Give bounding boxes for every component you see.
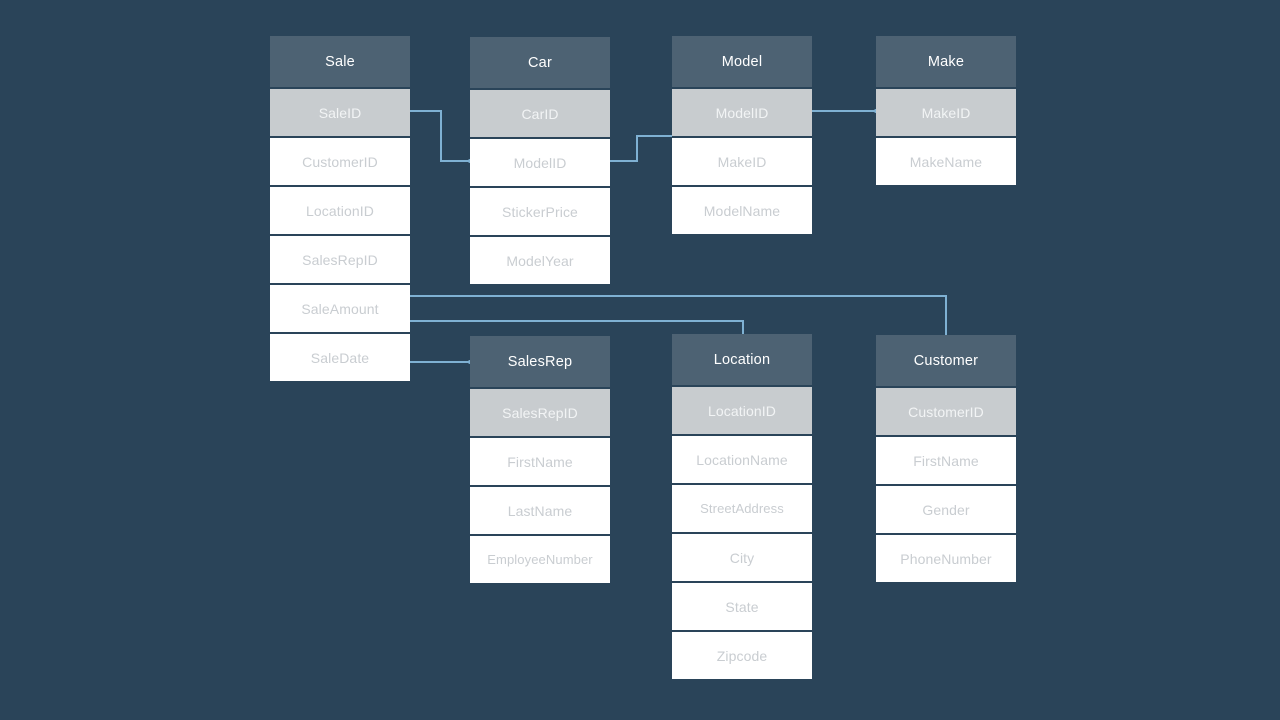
table-title-customer: Customer bbox=[876, 335, 1016, 386]
primary-key-field-modelid[interactable]: ModelID bbox=[672, 87, 812, 136]
primary-key-field-makeid[interactable]: MakeID bbox=[876, 87, 1016, 136]
table-title-salesrep: SalesRep bbox=[470, 336, 610, 387]
field-stickerprice[interactable]: StickerPrice bbox=[470, 186, 610, 235]
connector-sale-car-seg3 bbox=[440, 160, 472, 162]
field-salesrepid[interactable]: SalesRepID bbox=[270, 234, 410, 283]
field-zipcode[interactable]: Zipcode bbox=[672, 630, 812, 679]
primary-key-field-locationid[interactable]: LocationID bbox=[672, 385, 812, 434]
primary-key-field-salesrepid[interactable]: SalesRepID bbox=[470, 387, 610, 436]
field-locationname[interactable]: LocationName bbox=[672, 434, 812, 483]
table-title-make: Make bbox=[876, 36, 1016, 87]
field-saledate[interactable]: SaleDate bbox=[270, 332, 410, 381]
field-modelid[interactable]: ModelID bbox=[470, 137, 610, 186]
field-city[interactable]: City bbox=[672, 532, 812, 581]
field-customerid[interactable]: CustomerID bbox=[270, 136, 410, 185]
field-firstname[interactable]: FirstName bbox=[470, 436, 610, 485]
field-gender[interactable]: Gender bbox=[876, 484, 1016, 533]
field-employeenumber[interactable]: EmployeeNumber bbox=[470, 534, 610, 583]
field-locationid[interactable]: LocationID bbox=[270, 185, 410, 234]
connector-sale-car-seg2 bbox=[440, 110, 442, 161]
field-lastname[interactable]: LastName bbox=[470, 485, 610, 534]
connector-sale-location-seg2 bbox=[742, 320, 744, 336]
field-saleamount[interactable]: SaleAmount bbox=[270, 283, 410, 332]
field-makename[interactable]: MakeName bbox=[876, 136, 1016, 185]
primary-key-field-saleid[interactable]: SaleID bbox=[270, 87, 410, 136]
field-streetaddress[interactable]: StreetAddress bbox=[672, 483, 812, 532]
primary-key-field-customerid[interactable]: CustomerID bbox=[876, 386, 1016, 435]
primary-key-field-carid[interactable]: CarID bbox=[470, 88, 610, 137]
connector-sale-car-seg1 bbox=[408, 110, 442, 112]
field-modelyear[interactable]: ModelYear bbox=[470, 235, 610, 284]
table-title-location: Location bbox=[672, 334, 812, 385]
table-title-sale: Sale bbox=[270, 36, 410, 87]
field-phonenumber[interactable]: PhoneNumber bbox=[876, 533, 1016, 582]
table-title-model: Model bbox=[672, 36, 812, 87]
connector-sale-customer-seg1 bbox=[410, 295, 947, 297]
connector-sale-location-seg1 bbox=[410, 320, 744, 322]
connector-sale-salesrep bbox=[410, 361, 472, 363]
table-title-car: Car bbox=[470, 37, 610, 88]
connector-sale-customer-seg2 bbox=[945, 295, 947, 337]
connector-car-model-seg1 bbox=[608, 160, 638, 162]
field-firstname[interactable]: FirstName bbox=[876, 435, 1016, 484]
field-state[interactable]: State bbox=[672, 581, 812, 630]
field-makeid[interactable]: MakeID bbox=[672, 136, 812, 185]
connector-car-model-seg2 bbox=[636, 135, 638, 162]
connector-model-make bbox=[810, 110, 878, 112]
field-modelname[interactable]: ModelName bbox=[672, 185, 812, 234]
connector-car-model-seg3 bbox=[636, 135, 674, 137]
